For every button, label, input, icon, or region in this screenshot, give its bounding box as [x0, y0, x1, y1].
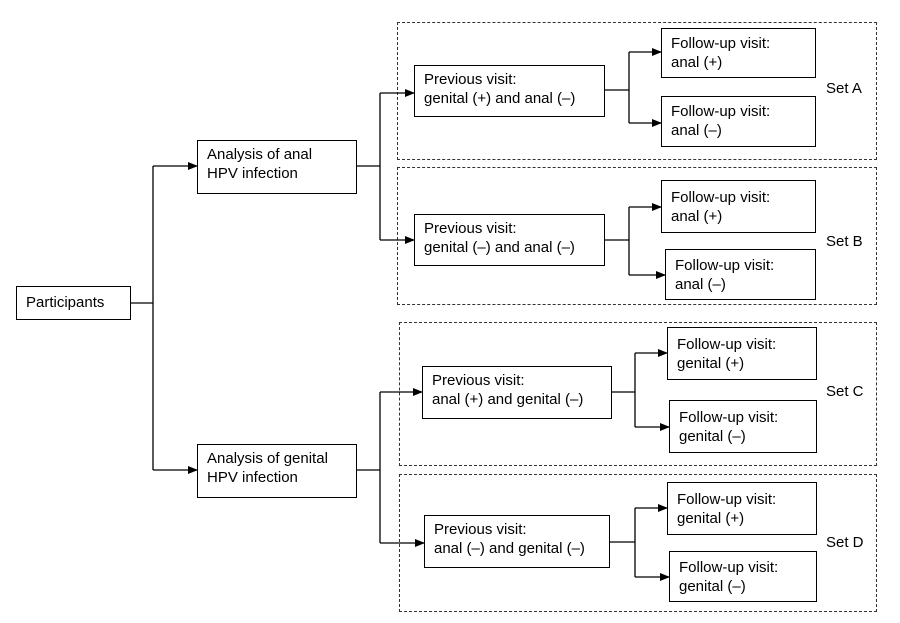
participants-box: Participants — [16, 286, 131, 320]
set-a-previous-line2: genital (+) and anal (–) — [424, 90, 576, 107]
set-b-followup-negative-line2: anal (–) — [675, 276, 726, 293]
genital-analysis-box: Analysis of genital HPV infection — [197, 444, 357, 498]
anal-analysis-box: Analysis of anal HPV infection — [197, 140, 357, 194]
set-a-followup-negative-line2: anal (–) — [671, 122, 722, 139]
genital-analysis-line2: HPV infection — [207, 469, 298, 486]
set-c-followup-negative-box: Follow-up visit: genital (–) — [669, 400, 817, 453]
set-d-followup-positive-line2: genital (+) — [677, 510, 745, 527]
set-d-label: Set D — [826, 534, 864, 551]
set-d-previous-line2: anal (–) and genital (–) — [434, 540, 585, 557]
set-d-followup-negative-box: Follow-up visit: genital (–) — [669, 551, 817, 602]
set-a-followup-negative-box: Follow-up visit: anal (–) — [661, 96, 816, 147]
set-d-followup-positive-line1: Follow-up visit: — [677, 491, 777, 508]
set-b-followup-negative-line1: Follow-up visit: — [675, 257, 775, 274]
set-c-followup-positive-box: Follow-up visit: genital (+) — [667, 327, 817, 380]
set-d-followup-negative-line2: genital (–) — [679, 578, 746, 595]
set-a-followup-positive-line2: anal (+) — [671, 54, 723, 71]
set-b-previous-box: Previous visit: genital (–) and anal (–) — [414, 214, 605, 266]
set-c-followup-positive-line1: Follow-up visit: — [677, 336, 777, 353]
set-b-followup-positive-line2: anal (+) — [671, 208, 723, 225]
set-a-followup-positive-box: Follow-up visit: anal (+) — [661, 28, 816, 78]
set-b-previous-line1: Previous visit: — [424, 220, 517, 237]
set-b-previous-line2: genital (–) and anal (–) — [424, 239, 575, 256]
set-b-container — [397, 167, 877, 305]
anal-analysis-line1: Analysis of anal — [207, 146, 313, 163]
set-a-followup-negative-line1: Follow-up visit: — [671, 103, 771, 120]
set-c-previous-box: Previous visit: anal (+) and genital (–) — [422, 366, 612, 419]
set-a-followup-positive-line1: Follow-up visit: — [671, 35, 771, 52]
set-d-previous-line1: Previous visit: — [434, 521, 527, 538]
participants-label: Participants — [26, 294, 105, 311]
set-c-container — [399, 322, 877, 466]
set-b-followup-negative-box: Follow-up visit: anal (–) — [665, 249, 816, 300]
anal-analysis-line2: HPV infection — [207, 165, 298, 182]
set-b-followup-positive-box: Follow-up visit: anal (+) — [661, 180, 816, 233]
set-a-previous-box: Previous visit: genital (+) and anal (–) — [414, 65, 605, 117]
set-c-label: Set C — [826, 383, 864, 400]
set-d-followup-positive-box: Follow-up visit: genital (+) — [667, 482, 817, 535]
set-c-previous-line2: anal (+) and genital (–) — [432, 391, 584, 408]
set-b-followup-positive-line1: Follow-up visit: — [671, 189, 771, 206]
set-c-followup-positive-line2: genital (+) — [677, 355, 745, 372]
set-b-label: Set B — [826, 233, 863, 250]
set-c-followup-negative-line1: Follow-up visit: — [679, 409, 779, 426]
set-c-previous-line1: Previous visit: — [432, 372, 525, 389]
set-a-label: Set A — [826, 80, 862, 97]
set-a-container — [397, 22, 877, 160]
genital-analysis-line1: Analysis of genital — [207, 450, 328, 467]
set-a-previous-line1: Previous visit: — [424, 71, 517, 88]
set-d-followup-negative-line1: Follow-up visit: — [679, 559, 779, 576]
set-c-followup-negative-line2: genital (–) — [679, 428, 746, 445]
set-d-previous-box: Previous visit: anal (–) and genital (–) — [424, 515, 610, 568]
